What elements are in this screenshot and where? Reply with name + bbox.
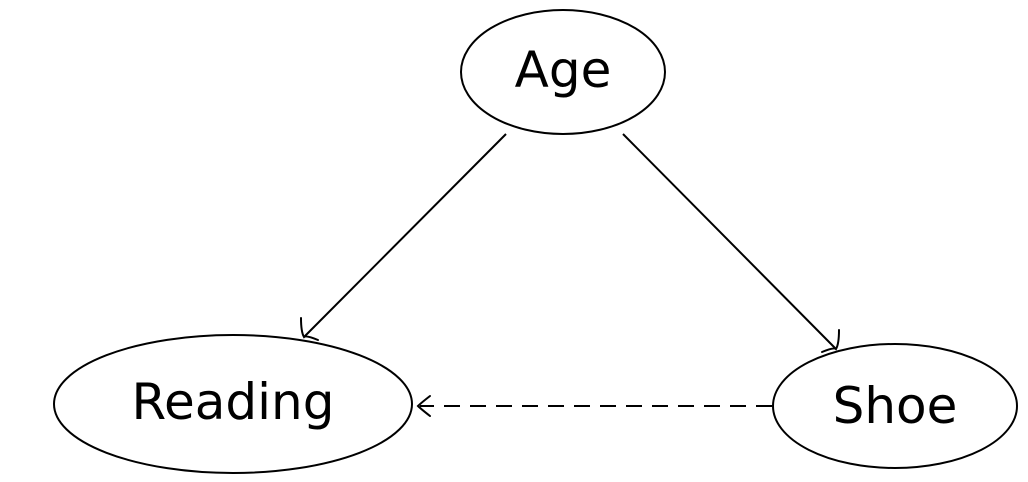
node-shoe-label: Shoe <box>833 377 958 435</box>
arrowhead-icon <box>821 329 840 353</box>
arrowhead-icon <box>300 317 319 341</box>
node-shoe: Shoe <box>772 343 1018 469</box>
edge-age-to-reading <box>300 133 507 341</box>
node-age-label: Age <box>515 41 612 99</box>
arrowhead-icon <box>416 395 431 417</box>
node-reading-label: Reading <box>132 373 335 431</box>
node-age: Age <box>460 9 666 135</box>
edge-shoe-to-reading <box>416 395 772 417</box>
node-reading: Reading <box>53 334 413 474</box>
edge-age-to-shoe <box>622 133 840 353</box>
